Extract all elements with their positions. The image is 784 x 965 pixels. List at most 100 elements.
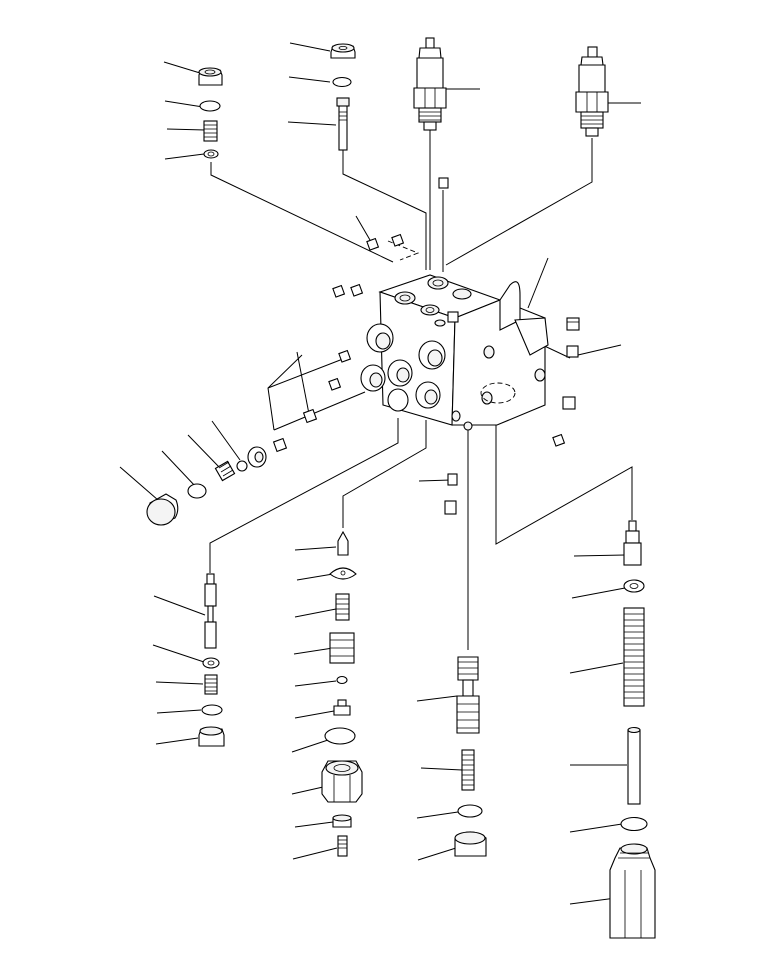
guide-rod-icon	[627, 729, 641, 805]
check-ball-icon	[236, 460, 248, 472]
cartridge-hex-nut	[575, 91, 609, 113]
seat-bore	[254, 451, 264, 463]
body-right-port-1	[483, 345, 495, 359]
cartridge-stem-icon	[418, 47, 442, 59]
body-right-port-2	[534, 368, 546, 382]
cap-plug-bore	[338, 46, 348, 51]
body-boss-4-bore	[396, 367, 410, 383]
hex-plug-icon	[552, 433, 566, 447]
leader-22	[293, 647, 334, 655]
relief-valve-cartridge-2	[575, 46, 609, 137]
valve-body-side-boss	[499, 281, 521, 331]
lower-middle-spool-stack	[454, 656, 487, 857]
adjust-screw-head	[337, 699, 347, 707]
hex-nut-icon	[566, 345, 579, 358]
valve-body	[360, 274, 549, 431]
cartridge-body-icon	[578, 64, 606, 93]
leader-2	[288, 76, 331, 83]
hex-plug-icon	[272, 437, 288, 453]
long-spring-coils	[624, 613, 644, 699]
cartridge-thread-lines	[581, 115, 603, 125]
cap-nut-top	[325, 760, 359, 776]
pilot-pin-tip	[628, 520, 637, 532]
sleeve-icon	[609, 847, 656, 939]
leader-11	[527, 257, 549, 309]
spring-coils	[336, 598, 349, 615]
body-top-port-1-inner	[399, 294, 411, 302]
hex-plug-icon	[302, 408, 318, 424]
leader-15	[161, 450, 197, 488]
washer-icon	[623, 579, 645, 593]
lower-center-stack	[321, 530, 363, 857]
body-boss-6	[387, 388, 409, 412]
plug-top	[199, 726, 223, 736]
body-top-port-2	[427, 276, 449, 290]
hex-nut-icon	[562, 396, 576, 410]
assembly-line-lower-left	[209, 418, 399, 573]
body-boss-3-bore	[369, 372, 383, 388]
body-bottom-port-1	[451, 410, 461, 422]
pilot-pin-body	[623, 542, 642, 566]
body-top-plug	[447, 311, 459, 323]
long-spring-icon	[623, 607, 645, 707]
leader-6	[166, 128, 206, 131]
leader-26	[291, 786, 324, 795]
spring-coils	[205, 678, 217, 692]
shim-bore	[340, 570, 346, 576]
cartridge-hex-edges	[424, 88, 436, 108]
leader-29	[153, 595, 206, 616]
sleeve-edges	[624, 870, 642, 938]
assembly-line-lower-right	[495, 420, 633, 545]
leader-34	[416, 695, 458, 702]
body-top-port-4-inner	[425, 307, 435, 313]
leader-33	[155, 737, 199, 745]
leader-32	[156, 709, 202, 714]
leader-31	[155, 681, 204, 685]
leader-17	[211, 420, 241, 461]
hex-plug-icon	[350, 283, 364, 297]
spool-neck	[207, 605, 214, 623]
leader-30	[152, 644, 205, 663]
o-ring-icon	[201, 704, 223, 716]
callout-leaders	[119, 42, 641, 905]
leader-43	[569, 897, 617, 905]
spring-icon	[335, 593, 350, 621]
leader-36	[416, 811, 459, 819]
pilot-pin-icon	[625, 530, 640, 544]
leader-21	[294, 608, 337, 618]
leader-35	[420, 767, 463, 771]
relief-valve-cartridge-1	[413, 37, 447, 131]
cap-plug-top	[331, 43, 355, 53]
lock-nut-top	[332, 814, 352, 822]
top-left-plug-stack	[198, 67, 223, 159]
assembly-line-pin	[342, 150, 427, 270]
body-top-port-3	[452, 288, 472, 300]
leader-23	[294, 680, 337, 687]
spring-coils	[204, 124, 217, 138]
assembly-line-relief-2	[445, 138, 593, 266]
assembly-line-check-group	[267, 354, 303, 431]
washer-icon	[202, 657, 220, 669]
o-ring-icon	[332, 76, 352, 88]
washer-icon	[203, 149, 219, 159]
shim-icon	[329, 567, 357, 580]
leader-16	[187, 434, 221, 469]
main-spool-icon	[456, 695, 480, 734]
cartridge-tip	[425, 37, 435, 49]
assembly-line-lower-mid	[342, 420, 427, 528]
spool-icon	[204, 583, 217, 607]
spring-icon	[214, 460, 236, 482]
poppet-icon	[337, 530, 349, 556]
end-cap-top	[454, 831, 486, 845]
leader-42	[569, 823, 623, 833]
hex-plug-icon	[338, 349, 352, 363]
cartridge-thread-lines	[419, 111, 441, 121]
sleeve-thread	[618, 852, 650, 859]
hex-nut-icon	[566, 317, 580, 331]
leader-38	[573, 554, 626, 557]
leader-10	[355, 215, 371, 241]
valve-body-right-lug	[514, 317, 549, 356]
leader-3	[287, 121, 337, 126]
spring-coils	[462, 754, 474, 786]
